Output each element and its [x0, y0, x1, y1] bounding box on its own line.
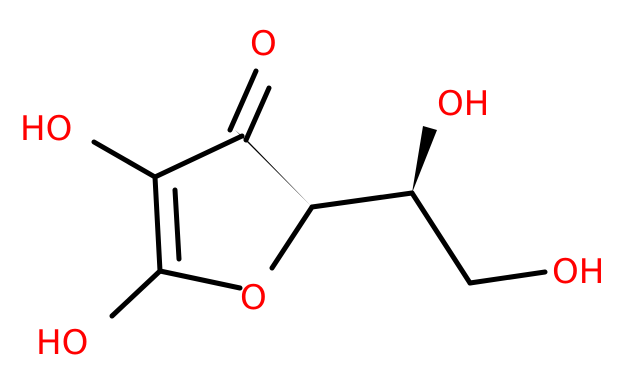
- bond-c4-oh: [91, 139, 158, 180]
- atom-label-hydroxyl-upper-left: HO: [20, 109, 72, 149]
- atom-label-side-chain-hydroxyl: OH: [437, 84, 489, 124]
- bond-c4-c5: [152, 174, 163, 274]
- bond-ketone-double-a: [227, 68, 259, 133]
- wedge-bond-c1prime-oh: [412, 126, 437, 193]
- bond-c3-c4: [152, 133, 245, 180]
- atom-label-ketone-oxygen: O: [250, 24, 277, 64]
- atom-labels: O HO HO O OH OH: [20, 24, 604, 363]
- wedge-bonds: [235, 126, 437, 207]
- atom-label-terminal-hydroxyl: OH: [552, 252, 604, 292]
- bond-c2-c1prime: [309, 190, 415, 210]
- bond-c5-oh: [109, 268, 163, 319]
- bonds: [91, 68, 548, 319]
- bond-c1prime-ch2: [409, 190, 473, 286]
- bond-ch2-oh: [467, 269, 548, 286]
- atom-label-ring-oxygen: O: [240, 278, 267, 318]
- bond-oring-c2: [269, 204, 315, 271]
- bond-ketone-double-b: [243, 85, 272, 143]
- bond-c4-c5-inner: [172, 187, 182, 262]
- wedge-bond-c2-c3: [235, 130, 312, 207]
- bond-c5-oring: [157, 268, 243, 291]
- atom-label-hydroxyl-lower-left: HO: [36, 323, 88, 363]
